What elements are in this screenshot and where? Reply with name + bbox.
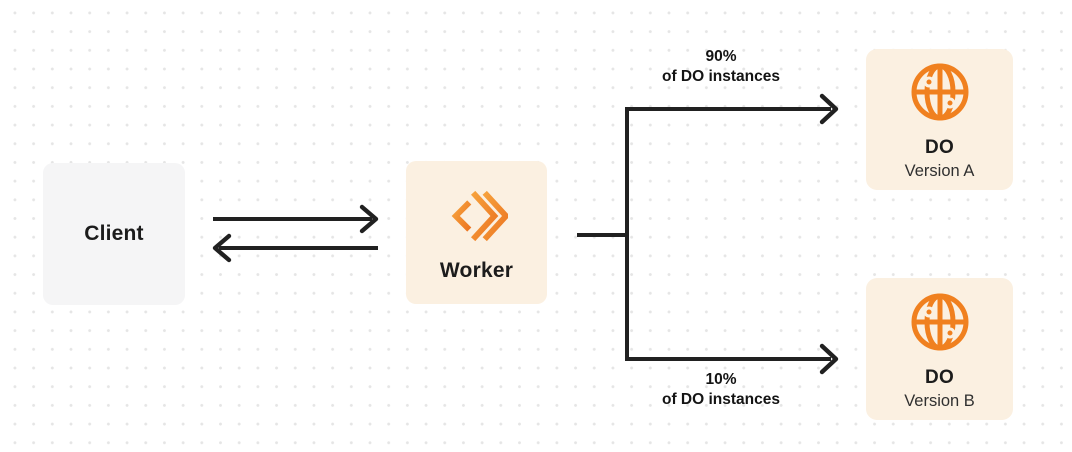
do-version-b-node: DO Version B bbox=[866, 278, 1013, 420]
client-label: Client bbox=[84, 222, 144, 245]
client-node: Client bbox=[43, 163, 185, 305]
worker-to-client-arrow bbox=[212, 233, 378, 263]
do-version-a-node: DO Version A bbox=[866, 49, 1013, 190]
worker-label: Worker bbox=[439, 258, 514, 282]
globe-icon bbox=[911, 293, 968, 350]
workers-brackets-icon bbox=[451, 190, 508, 241]
client-to-worker-arrow bbox=[213, 204, 379, 234]
route-a-caption: of DO instances bbox=[662, 68, 780, 85]
do-a-subtitle: Version A bbox=[904, 162, 975, 180]
do-b-subtitle: Version B bbox=[904, 391, 975, 410]
route-a-percent: 90% bbox=[705, 48, 737, 65]
worker-node: Worker bbox=[406, 161, 547, 304]
route-b-caption: of DO instances bbox=[662, 391, 780, 408]
do-a-title: DO bbox=[925, 137, 954, 158]
worker-branch-line bbox=[577, 107, 629, 361]
route-b-percent: 10% bbox=[705, 371, 737, 388]
route-b-arrow bbox=[627, 343, 839, 375]
route-a-arrow bbox=[627, 93, 839, 125]
globe-icon bbox=[911, 63, 968, 121]
do-b-title: DO bbox=[925, 366, 954, 388]
route-a-label: 90% of DO instances bbox=[626, 47, 816, 87]
route-b-label: 10% of DO instances bbox=[626, 370, 816, 410]
